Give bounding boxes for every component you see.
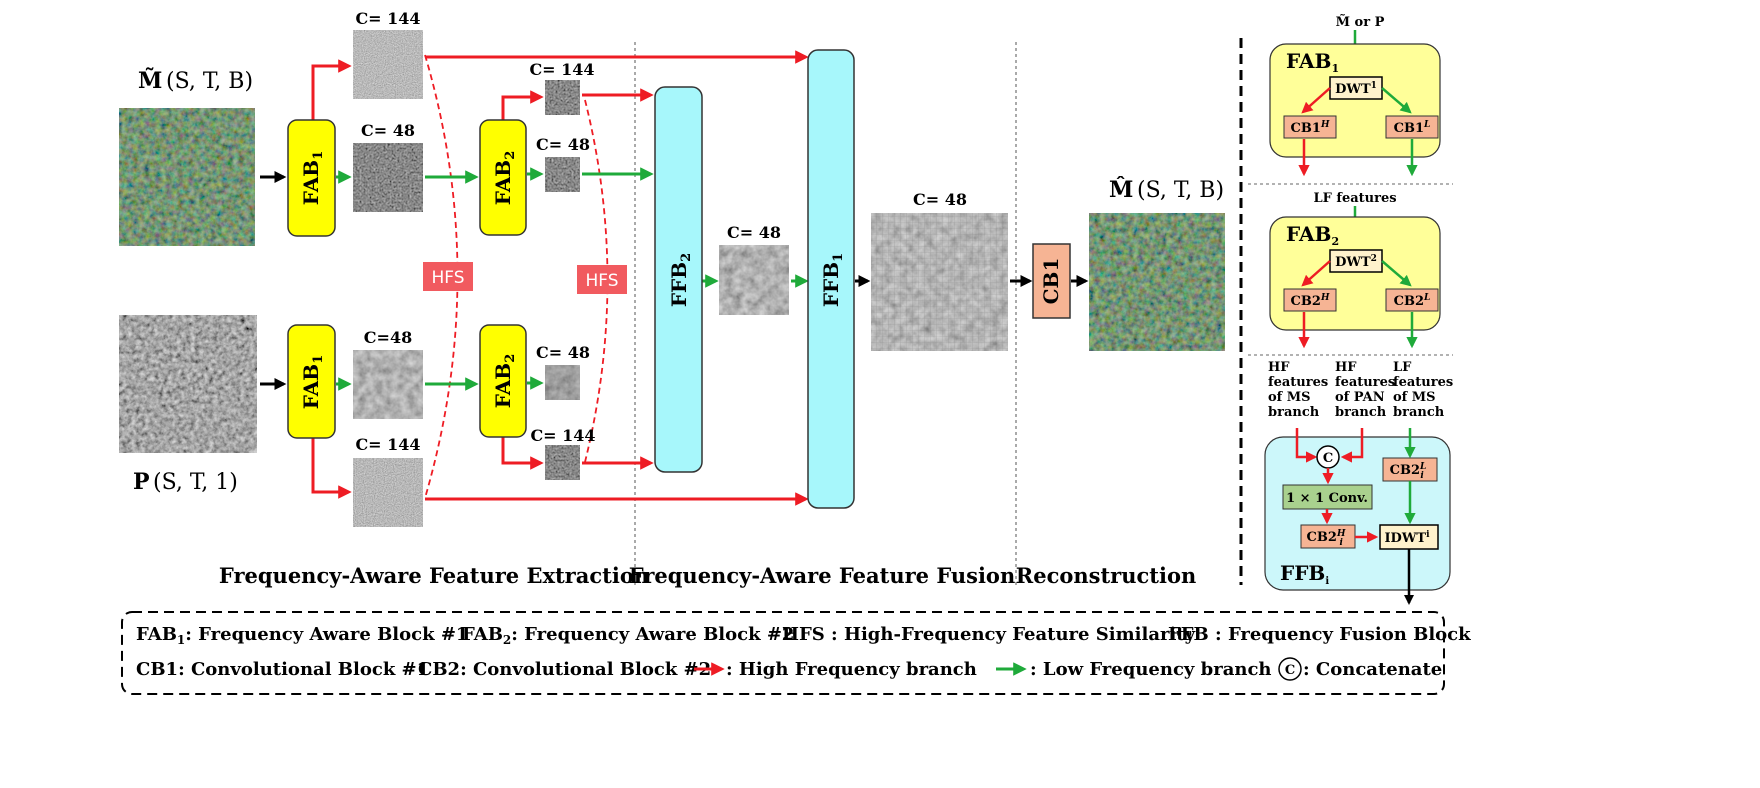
svg-text:HFS: HFS (431, 268, 464, 288)
channel-label: C= 144 (355, 435, 420, 454)
svg-text:CB2H: CB2H (1291, 293, 1330, 309)
svg-text:FFB1: FFB1 (819, 253, 846, 307)
ffb2-block: FFB2 (654, 86, 703, 473)
svg-text:FFB2: FFB2 (667, 253, 694, 307)
main-flow-arrows (260, 171, 1089, 390)
channel-label: C= 144 (529, 60, 594, 79)
low-frequency-paths (336, 167, 809, 391)
svg-text:LF features: LF features (1313, 191, 1396, 206)
svg-text:M̂: M̂ (1109, 177, 1133, 203)
section-title-fusion: Frequency-Aware Feature Fusion (629, 563, 1015, 588)
fab1-pan-block: FAB1 (287, 324, 336, 439)
ffb2-output-feature-map (719, 245, 789, 315)
svg-text:FAB2: FAB2 (491, 151, 518, 206)
pan-lf2-feature-map (545, 365, 580, 400)
legend-high-frequency: : High Frequency branch (726, 659, 977, 680)
fab1-detail-panel: M̃ or P FAB1 DWT1 CB1H CB1L (1269, 14, 1441, 177)
legend-ffb: FFB : Frequency Fusion Block (1168, 624, 1471, 645)
pan-hf-feature-map (353, 458, 423, 527)
svg-text:CB2L: CB2L (1394, 293, 1431, 309)
channel-label: C= 144 (530, 426, 595, 445)
svg-text:CB1H: CB1H (1291, 120, 1330, 136)
svg-text:(S, T, 1): (S, T, 1) (153, 470, 238, 495)
cb1-block: CB1 (1032, 243, 1071, 319)
legend-cb1: CB1: Convolutional Block #1 (136, 659, 429, 680)
ms-lf-feature-map (353, 143, 423, 212)
legend: FAB1: Frequency Aware Block #1 FAB2: Fre… (121, 611, 1471, 695)
ms-lf2-feature-map (545, 157, 580, 192)
legend-fab2: FAB2: Frequency Aware Block #2 (462, 624, 794, 647)
svg-text:DWT1: DWT1 (1335, 81, 1377, 97)
ffb1-block: FFB1 (807, 49, 855, 509)
svg-text:IDWTi: IDWTi (1384, 530, 1430, 546)
ms-input-image (119, 108, 255, 246)
svg-text:C: C (1285, 663, 1295, 678)
pan-input-image (119, 315, 257, 453)
legend-low-frequency: : Low Frequency branch (1030, 659, 1272, 680)
fab1-ms-block: FAB1 (287, 119, 336, 237)
svg-text:FAB2: FAB2 (1286, 222, 1339, 248)
ffb1-output-feature-map (871, 213, 1008, 351)
fab2-pan-block: FAB2 (479, 324, 527, 438)
section-title-reconstruction: Reconstruction (1016, 563, 1196, 588)
channel-label: C= 48 (913, 190, 967, 209)
hfs-badge-2: HFS (577, 265, 627, 294)
svg-text:1 × 1 Conv.: 1 × 1 Conv. (1286, 491, 1368, 506)
ms-input-label: M̃ (S, T, B) (138, 68, 253, 94)
svg-text:FFBi: FFBi (1280, 561, 1329, 587)
reconstructed-ms-image (1089, 213, 1225, 351)
ms-hf2-feature-map (545, 80, 580, 115)
svg-text:DWT2: DWT2 (1335, 254, 1377, 270)
svg-text:(S, T, B): (S, T, B) (1137, 178, 1224, 203)
svg-text:CB1L: CB1L (1394, 120, 1431, 136)
svg-text:C: C (1323, 451, 1333, 466)
hfs-badge-1: HFS (423, 262, 473, 291)
legend-concatenate: : Concatenate (1303, 659, 1442, 680)
channel-label: C= 48 (536, 135, 590, 154)
svg-text:FAB1: FAB1 (299, 151, 326, 206)
high-frequency-paths (311, 50, 809, 506)
legend-hfs: HFS : High-Frequency Feature Similarity (782, 624, 1196, 645)
pan-input-label: P (S, T, 1) (133, 469, 238, 495)
svg-text:HFS: HFS (585, 271, 618, 291)
svg-text:M̃: M̃ (138, 68, 162, 94)
pan-lf-feature-map (353, 350, 423, 419)
svg-text:CB1: CB1 (1039, 258, 1063, 305)
ms-hf-feature-map (353, 30, 423, 99)
svg-text:FAB1: FAB1 (299, 355, 326, 410)
fab2-ms-block: FAB2 (479, 119, 527, 236)
channel-label: C= 144 (355, 9, 420, 28)
section-title-extraction: Frequency-Aware Feature Extraction (219, 563, 649, 588)
legend-fab1: FAB1: Frequency Aware Block #1 (136, 624, 468, 647)
channel-label: C= 48 (536, 343, 590, 362)
channel-label: C= 48 (361, 121, 415, 140)
fab2-detail-panel: LF features FAB2 DWT2 CB2H CB2L (1269, 191, 1441, 349)
pan-hf2-feature-map (545, 445, 580, 480)
svg-text:FAB2: FAB2 (491, 354, 518, 409)
svg-text:M̃ or P: M̃ or P (1336, 14, 1385, 30)
legend-cb2: CB2: Convolutional Block #2 (418, 659, 711, 680)
svg-text:(S, T, B): (S, T, B) (166, 69, 253, 94)
output-label: M̂ (S, T, B) (1109, 177, 1224, 203)
channel-label: C=48 (364, 328, 412, 347)
channel-label: C= 48 (727, 223, 781, 242)
svg-text:P: P (133, 469, 150, 495)
svg-text:FAB1: FAB1 (1286, 49, 1339, 75)
